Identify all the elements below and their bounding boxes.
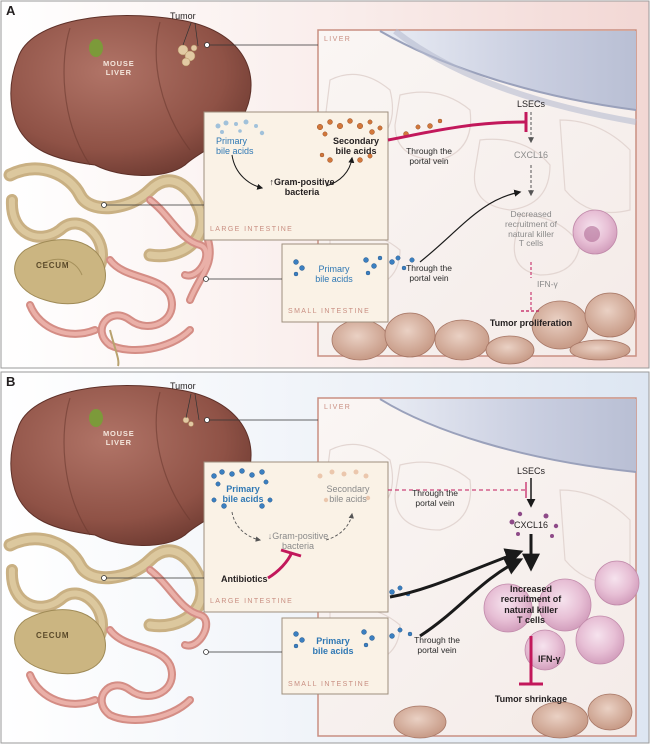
recruitment-label-b-line3: natural killer <box>504 604 558 615</box>
gram-positive-b-line2: bacteria <box>281 541 315 552</box>
cxcl16-label-a: CXCL16 <box>513 150 549 160</box>
outcome-label-a: Tumor proliferation <box>489 318 573 328</box>
through-portal-vein-1-a: Through the portal vein <box>396 146 462 167</box>
recruitment-label-a-line2: recruitment of <box>505 218 557 229</box>
mouse-liver-b <box>10 385 252 546</box>
through-portal-vein-1-b-line2: portal vein <box>415 497 455 508</box>
primary-bile-dots-b <box>211 468 273 509</box>
primary-bile-acids-li-b-line1: Primary <box>226 484 260 494</box>
ifn-label-b: IFN-γ <box>538 654 561 664</box>
through-portal-vein-2-b-line2: portal vein <box>417 644 457 655</box>
intestines-a <box>3 162 214 367</box>
gram-positive-a-line2: bacteria <box>284 187 320 198</box>
primary-bile-acids-li-a: Primary bile acids <box>216 136 254 157</box>
primary-bile-acids-li-b-line2: bile acids <box>222 494 264 505</box>
through-portal-vein-1-b: Through the portal vein <box>402 488 468 509</box>
through-portal-vein-1-b-line1: Through the <box>412 488 458 498</box>
large-intestine-label-b: LARGE INTESTINE <box>210 598 294 605</box>
recruitment-label-a: Decreased recruitment of natural killer … <box>486 209 576 249</box>
secondary-bile-dots-a <box>317 118 443 163</box>
secondary-bile-dots-b <box>317 469 371 503</box>
through-portal-vein-2-a: Through the portal vein <box>396 263 462 284</box>
mouse-liver-label-b-line2: LIVER <box>105 437 132 447</box>
primary-bile-acids-si-a: Primary bile acids <box>304 264 364 285</box>
through-portal-vein-1-a-line2: portal vein <box>409 155 449 166</box>
small-intestine-label-b: SMALL INTESTINE <box>288 681 371 688</box>
small-intestine-label-a: SMALL INTESTINE <box>288 308 371 315</box>
recruitment-label-b: Increased recruitment of natural killer … <box>486 584 576 625</box>
primary-bile-acids-si-b-line2: bile acids <box>312 646 354 657</box>
mouse-liver-label-b: MOUSE LIVER <box>103 429 135 447</box>
primary-bile-acids-si-b-line1: Primary <box>316 636 350 646</box>
intestines-b <box>3 532 211 724</box>
lsecs-label-b: LSECs <box>516 466 545 476</box>
panel-b <box>0 371 650 744</box>
large-intestine-label-a: LARGE INTESTINE <box>210 226 294 233</box>
outcome-label-b: Tumor shrinkage <box>494 694 568 704</box>
mouse-liver-label-a: MOUSE LIVER <box>103 59 135 77</box>
through-portal-vein-1-a-line1: Through the <box>406 146 452 156</box>
liver-section-label-b: LIVER <box>324 404 352 411</box>
primary-bile-acids-si-b: Primary bile acids <box>302 636 364 657</box>
primary-bile-dots-a <box>215 119 265 136</box>
recruitment-label-b-line4: T cells <box>516 615 545 626</box>
secondary-bile-acids-a-line1: Secondary <box>332 136 380 146</box>
recruitment-label-a-line4: T cells <box>518 238 544 249</box>
primary-bile-dots-si-a <box>293 255 415 277</box>
liver-tissue-a <box>324 28 637 365</box>
cxcl16-label-b: CXCL16 <box>513 520 549 530</box>
ifn-label-a: IFN-γ <box>537 279 558 289</box>
secondary-bile-acids-b-line1: Secondary <box>326 484 370 494</box>
cecum-label-a: CECUM <box>36 261 70 270</box>
cecum-label-b: CECUM <box>36 631 70 640</box>
primary-bile-acids-li-a-line1: Primary <box>216 136 247 146</box>
primary-bile-acids-si-a-line2: bile acids <box>315 274 353 285</box>
primary-bile-acids-si-a-line1: Primary <box>318 264 350 274</box>
tumor-label-b: Tumor <box>170 381 196 391</box>
through-portal-vein-2-b: Through the portal vein <box>404 635 470 656</box>
cxcl16-dots <box>509 511 559 538</box>
through-portal-vein-2-a-line2: portal vein <box>409 272 449 283</box>
secondary-bile-acids-b: Secondary bile acids <box>318 484 378 505</box>
through-portal-vein-2-a-line1: Through the <box>406 263 452 273</box>
mouse-liver-label-a-line1: MOUSE <box>103 59 135 68</box>
gram-positive-b: ↓Gram-positive bacteria <box>260 531 336 552</box>
secondary-bile-acids-a-line2: bile acids <box>335 146 377 157</box>
tumor-label-a: Tumor <box>170 11 196 21</box>
mouse-liver-label-a-line2: LIVER <box>105 67 132 77</box>
liver-section-label-a: LIVER <box>324 36 352 43</box>
recruitment-label-b-line2: recruitment of <box>500 594 562 605</box>
secondary-bile-acids-b-line2: bile acids <box>329 494 367 505</box>
gram-positive-b-line1: ↓Gram-positive <box>267 531 329 541</box>
secondary-bile-acids-a: Secondary bile acids <box>326 136 386 157</box>
recruitment-label-a-line3: natural killer <box>508 228 554 239</box>
through-portal-vein-2-b-line1: Through the <box>414 635 460 645</box>
recruitment-label-a-line1: Decreased <box>510 209 552 219</box>
primary-bile-dots-si-b <box>293 585 413 649</box>
mouse-liver-label-b-line1: MOUSE <box>103 429 135 438</box>
recruitment-label-b-line1: Increased <box>509 584 553 594</box>
lsecs-label-a: LSECs <box>516 99 545 109</box>
panel-a <box>0 0 650 369</box>
panel-b-letter: B <box>6 374 16 389</box>
antibiotics-label: Antibiotics <box>221 574 268 584</box>
panel-a-letter: A <box>6 3 16 18</box>
gram-positive-a: ↑Gram-positive bacteria <box>264 177 340 198</box>
primary-bile-acids-li-a-line2: bile acids <box>216 146 254 157</box>
mouse-liver-a <box>10 15 252 176</box>
gram-positive-a-line1: ↑Gram-positive <box>269 177 335 187</box>
primary-bile-acids-li-b: Primary bile acids <box>212 484 274 505</box>
